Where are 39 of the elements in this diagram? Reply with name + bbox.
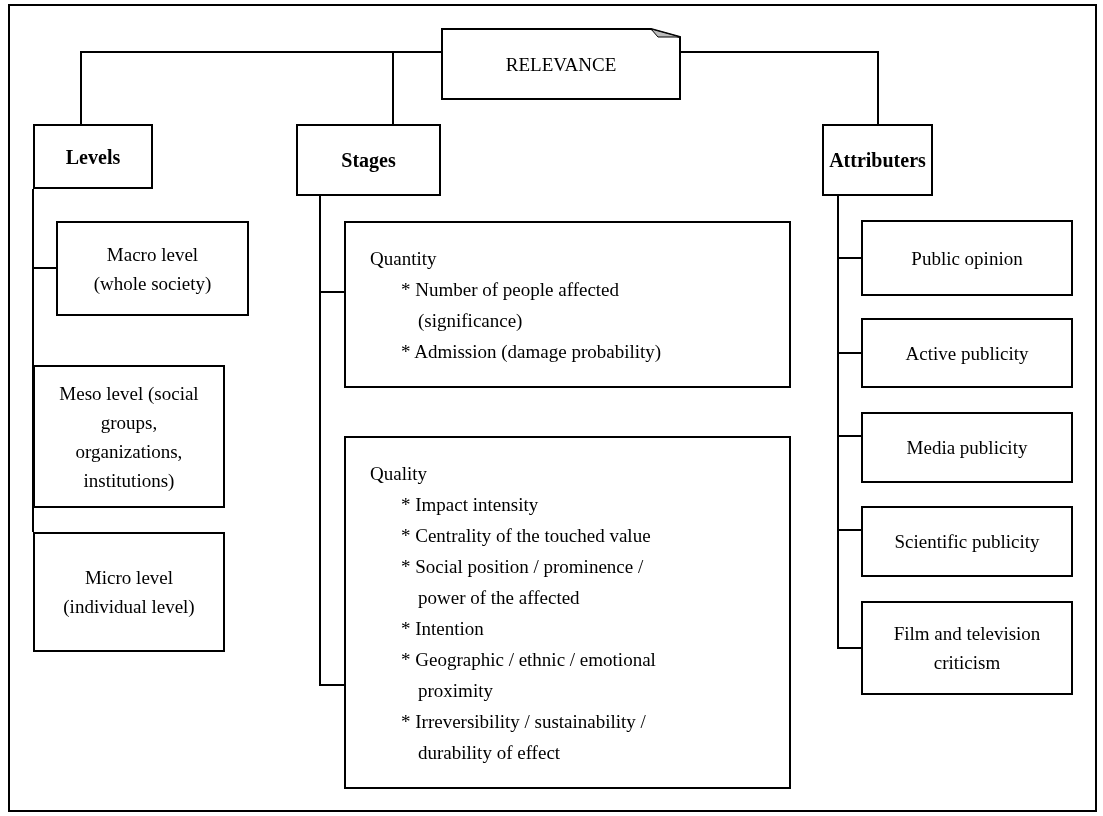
attributer-box xyxy=(861,412,1073,483)
category-label: Stages xyxy=(341,148,396,174)
stage-box xyxy=(344,436,791,789)
connector-line xyxy=(32,188,34,533)
attributer-box xyxy=(861,220,1073,296)
connector-line xyxy=(680,51,879,125)
node-label: Meso level (social groups, organizations, institutions) xyxy=(59,381,199,493)
attributer-box xyxy=(861,601,1073,695)
criterion-text: * Irreversibility / sustainability / durability of effect xyxy=(400,709,647,765)
node-label: Macro level (whole society) xyxy=(92,242,213,296)
category-box xyxy=(822,124,933,196)
connector-line xyxy=(392,51,442,125)
stage-heading: Quality xyxy=(370,461,428,486)
criterion-text: * Impact intensity xyxy=(400,492,540,517)
title-text: RELEVANCE xyxy=(505,52,617,77)
criterion-text: * Social position / prominence / power of the affected xyxy=(400,554,645,610)
node-label: Micro level (individual level) xyxy=(62,566,196,619)
title-note-box xyxy=(441,28,681,100)
attributer-box xyxy=(861,506,1073,577)
stage-heading: Quantity xyxy=(370,246,438,271)
category-label: Attributers xyxy=(829,148,926,173)
stage-box xyxy=(344,221,791,388)
criterion-text: * Intention xyxy=(400,616,485,641)
node-label: Public opinion xyxy=(911,246,1023,271)
level-box xyxy=(56,221,249,316)
level-box xyxy=(33,365,225,508)
category-box xyxy=(296,124,441,196)
criterion-text: * Number of people affected (significance) xyxy=(400,277,621,333)
node-label: Film and television criticism xyxy=(892,622,1042,675)
criterion-text: * Centrality of the touched value xyxy=(400,523,652,548)
node-label: Media publicity xyxy=(906,436,1028,460)
category-box xyxy=(33,124,153,189)
node-label: Scientific publicity xyxy=(894,530,1040,554)
criterion-text: * Admission (damage probability) xyxy=(400,339,663,364)
level-box xyxy=(33,532,225,652)
criterion-text: * Geographic / ethnic / emotional proximity xyxy=(400,647,657,703)
attributer-box xyxy=(861,318,1073,388)
category-label: Levels xyxy=(65,144,121,170)
node-label: Active publicity xyxy=(905,341,1029,366)
